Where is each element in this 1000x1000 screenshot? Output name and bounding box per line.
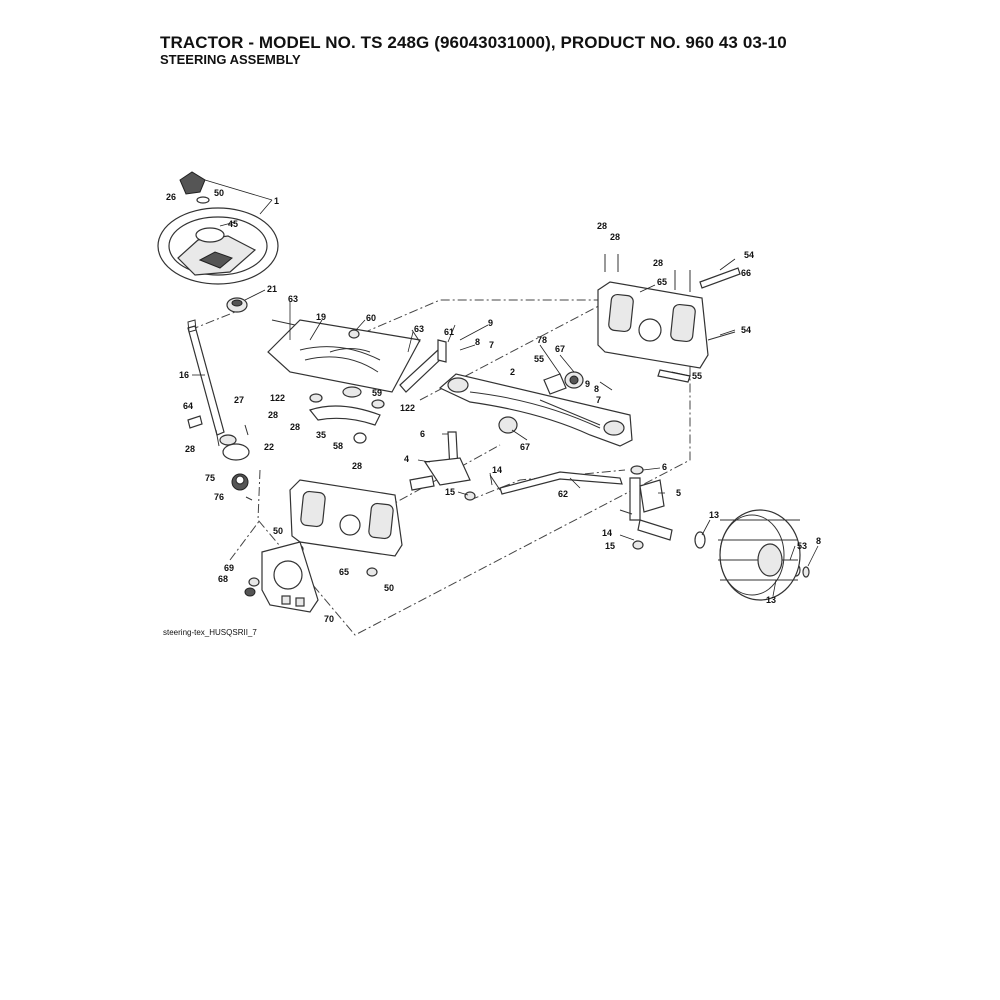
steering-bushing [226, 297, 248, 313]
callout-label: 60 [366, 313, 376, 323]
callout-label: 65 [657, 277, 667, 287]
callout-label: 28 [352, 461, 362, 471]
callout-label: 22 [264, 442, 274, 452]
callout-label: 69 [224, 563, 234, 573]
callout-label: 122 [400, 403, 415, 413]
callout-label: 58 [333, 441, 343, 451]
front-axle [438, 373, 633, 447]
sector-gear [308, 386, 385, 444]
steering-wheel [157, 207, 279, 285]
callout-label: 68 [218, 574, 228, 584]
drag-link [399, 339, 447, 393]
callout-label: 67 [520, 442, 530, 452]
callout-label: 54 [741, 325, 751, 335]
callout-label: 1 [274, 196, 279, 206]
callout-label: 61 [444, 327, 454, 337]
shaft-hardware [187, 415, 253, 501]
callout-label: 122 [270, 393, 285, 403]
callout-label: 54 [744, 250, 754, 260]
callout-label: 8 [816, 536, 821, 546]
callout-label: 53 [797, 541, 807, 551]
callout-labels: 26 50 1 45 21 16 64 27 28 28 22 75 76 63… [166, 188, 821, 624]
callout-label: 28 [597, 221, 607, 231]
tie-rod [499, 471, 623, 495]
callout-label: 50 [384, 583, 394, 593]
callout-label: 63 [414, 324, 424, 334]
callout-label: 28 [653, 258, 663, 268]
callout-label: 55 [692, 371, 702, 381]
callout-label: 28 [185, 444, 195, 454]
callout-label: 63 [288, 294, 298, 304]
callout-label: 70 [324, 614, 334, 624]
callout-label: 28 [268, 410, 278, 420]
callout-label: 9 [585, 379, 590, 389]
callout-label: 21 [267, 284, 277, 294]
page-title: TRACTOR - MODEL NO. TS 248G (96043031000… [160, 33, 787, 52]
right-frame-bracket [597, 254, 741, 383]
callout-label: 55 [534, 354, 544, 364]
callout-label: 28 [610, 232, 620, 242]
callout-label: 7 [596, 395, 601, 405]
steering-shaft [187, 319, 225, 436]
axle-pivot-bushings [498, 371, 584, 434]
callout-leaders [192, 179, 819, 597]
callout-label: 6 [662, 462, 667, 472]
callout-label: 4 [404, 454, 409, 464]
callout-label: 16 [179, 370, 189, 380]
callout-label: 50 [214, 188, 224, 198]
callout-label: 19 [316, 312, 326, 322]
callout-label: 13 [709, 510, 719, 520]
callout-label: 35 [316, 430, 326, 440]
callout-label: 64 [183, 401, 193, 411]
callout-label: 9 [488, 318, 493, 328]
callout-label: 7 [489, 340, 494, 350]
callout-label: 13 [766, 595, 776, 605]
right-spindle [619, 465, 673, 550]
callout-label: 15 [445, 487, 455, 497]
front-wheel [718, 509, 801, 601]
callout-label: 65 [339, 567, 349, 577]
left-frame-bracket [289, 479, 403, 577]
callout-label: 15 [605, 541, 615, 551]
callout-label: 5 [676, 488, 681, 498]
callout-label: 76 [214, 492, 224, 502]
callout-label: 28 [290, 422, 300, 432]
steering-plate [267, 319, 421, 393]
diagram-caption: steering-tex_HUSQSRII_7 [163, 628, 257, 637]
callout-label: 67 [555, 344, 565, 354]
callout-label: 66 [741, 268, 751, 278]
callout-label: 6 [420, 429, 425, 439]
callout-label: 2 [510, 367, 515, 377]
callout-label: 78 [537, 335, 547, 345]
callout-label: 14 [492, 465, 502, 475]
callout-label: 14 [602, 528, 612, 538]
mount-plate [244, 541, 319, 613]
page-subtitle: STEERING ASSEMBLY [160, 52, 301, 67]
callout-label: 26 [166, 192, 176, 202]
callout-label: 45 [228, 219, 238, 229]
callout-label: 62 [558, 489, 568, 499]
callout-label: 8 [475, 337, 480, 347]
callout-label: 27 [234, 395, 244, 405]
callout-label: 59 [372, 388, 382, 398]
left-spindle [409, 431, 501, 501]
callout-label: 50 [273, 526, 283, 536]
callout-label: 75 [205, 473, 215, 483]
steering-cap [179, 171, 210, 204]
callout-label: 8 [594, 384, 599, 394]
